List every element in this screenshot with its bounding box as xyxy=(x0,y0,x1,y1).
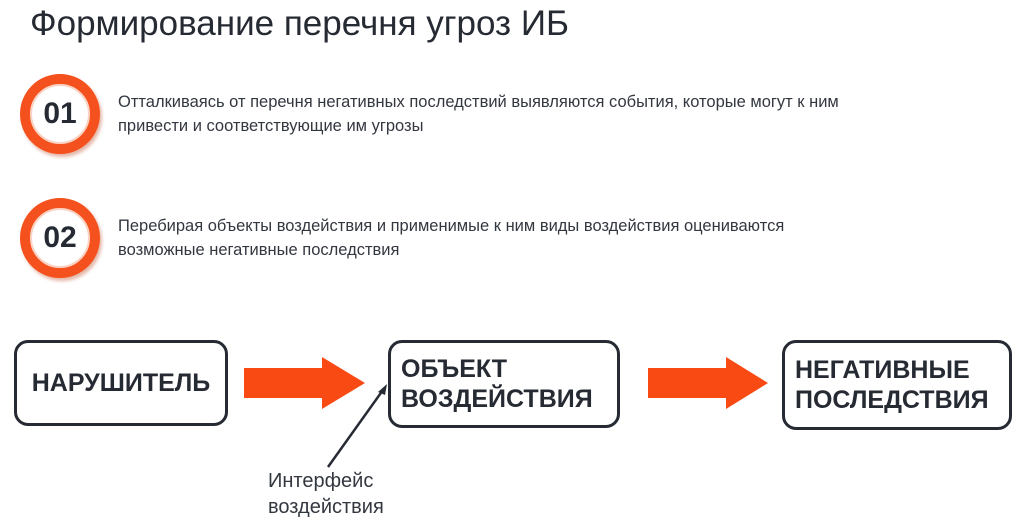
step-number: 01 xyxy=(43,97,77,130)
step-text-line: Отталкиваясь от перечня негативных после… xyxy=(118,93,839,111)
step-text-02: Перебирая объекты воздействия и применим… xyxy=(118,214,784,262)
step-text-line: привести и соответствующие им угрозы xyxy=(118,117,424,135)
step-badge-01: 01 xyxy=(20,74,100,154)
pointer-arrowhead-icon xyxy=(378,384,387,395)
step-text-01: Отталкиваясь от перечня негативных после… xyxy=(118,90,839,138)
interface-label: Интерфейс воздействия xyxy=(268,468,384,520)
box-label-line: НЕГАТИВНЫЕ xyxy=(795,356,970,384)
box-label-line: ОБЪЕКТ xyxy=(401,355,508,383)
page-title: Формирование перечня угроз ИБ xyxy=(30,4,569,43)
step-text-line: Перебирая объекты воздействия и применим… xyxy=(118,217,785,235)
interface-label-line: воздействия xyxy=(268,496,384,518)
step-number: 02 xyxy=(43,221,77,254)
box-label-line: ВОЗДЕЙСТВИЯ xyxy=(401,385,593,413)
interface-label-line: Интерфейс xyxy=(268,470,374,492)
box-label-line: ПОСЛЕДСТВИЯ xyxy=(795,386,989,414)
step-badge-02: 02 xyxy=(20,198,100,278)
step-text-line: возможные негативные последствия xyxy=(118,241,400,259)
intruder-label: НАРУШИТЕЛЬ xyxy=(31,369,211,397)
arrow-right-icon xyxy=(648,357,768,409)
interface-pointer-line xyxy=(326,389,385,468)
intruder-box: НАРУШИТЕЛЬ xyxy=(14,340,228,426)
arrow-right-icon xyxy=(244,357,365,409)
